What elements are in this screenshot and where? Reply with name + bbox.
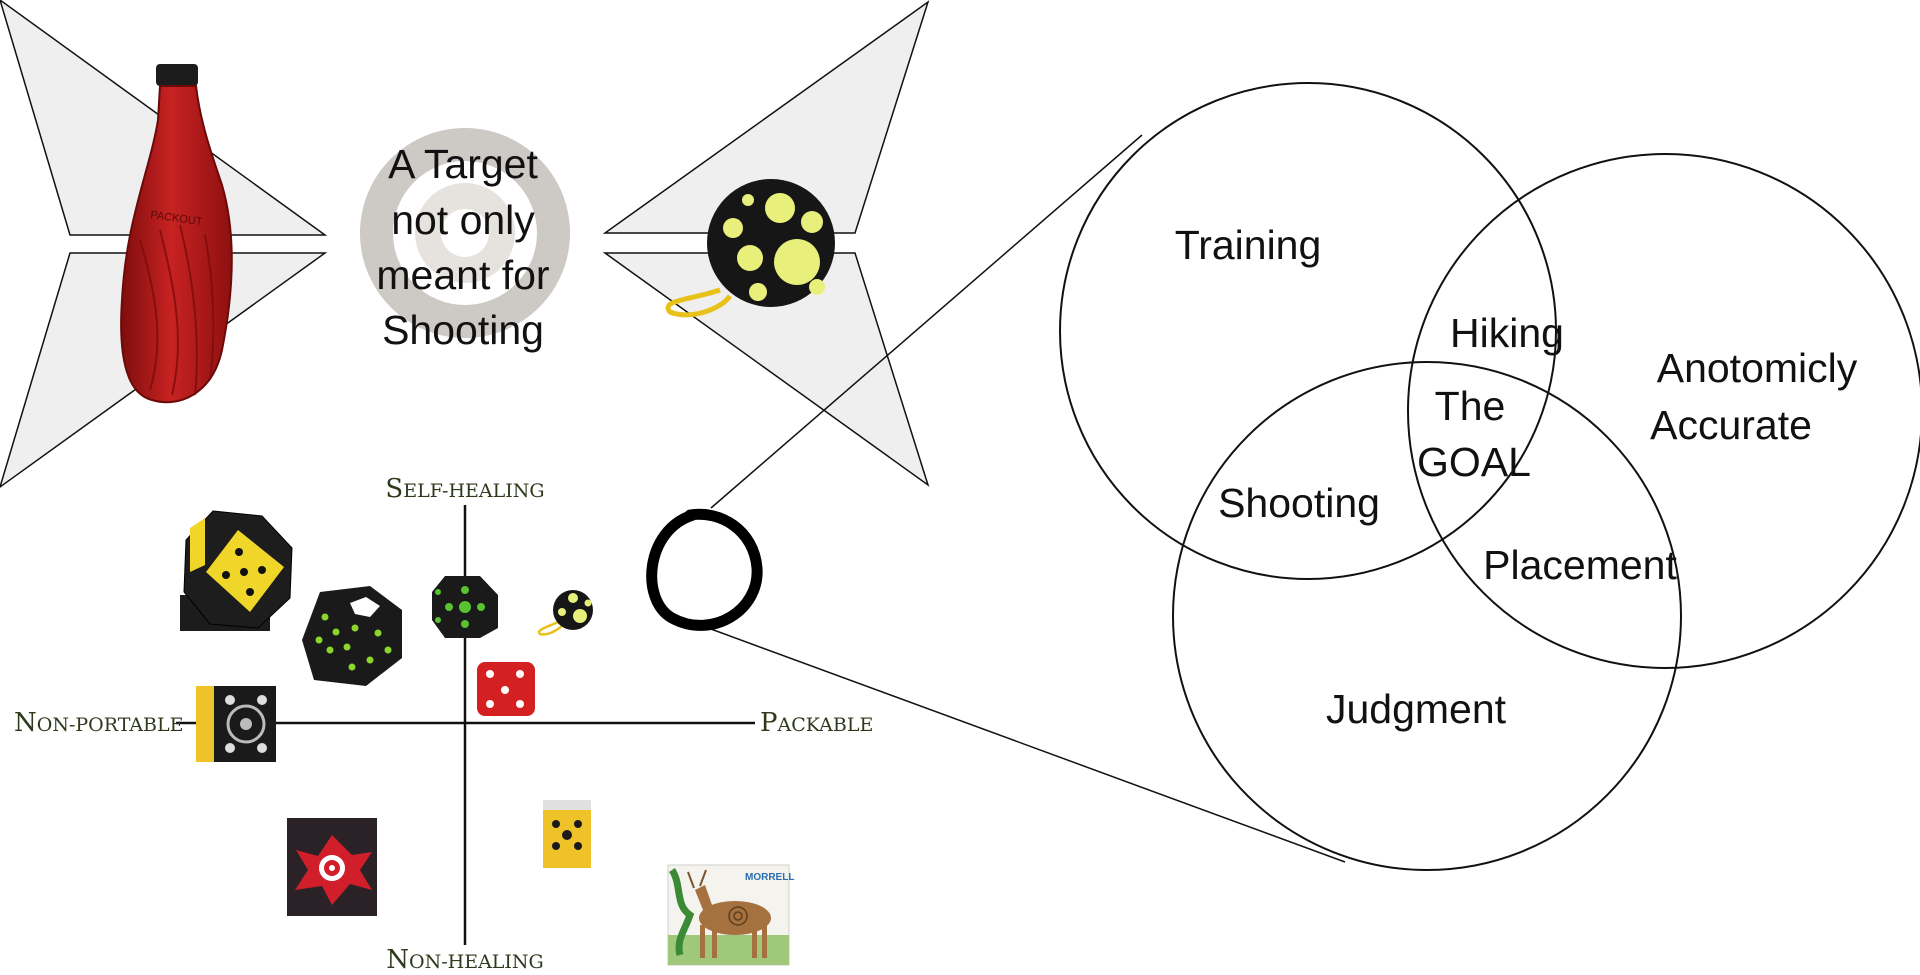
deer-target-brand-text: MORRELL	[745, 872, 794, 883]
target-text-line3: meant for	[376, 252, 549, 298]
axis-label-non-healing: NON-HEALING	[386, 945, 543, 975]
zoom-lines	[699, 134, 1346, 863]
enso-circle	[646, 508, 763, 631]
axis-label-packable: PACKABLE	[760, 708, 873, 738]
target-ring: A Target not only meant for Shooting	[360, 128, 570, 353]
venn-label-goal-2: GOAL	[1417, 439, 1531, 485]
venn-circle-judgment	[1172, 361, 1682, 871]
venn-label-shooting: Shooting	[1218, 480, 1380, 526]
venn-label-placement: Placement	[1483, 542, 1677, 588]
black-dodeca-target-photo	[302, 586, 402, 686]
axis-label-non-portable: NON-PORTABLE	[14, 708, 184, 738]
target-text-line4: Shooting	[382, 307, 544, 353]
venn-circle-training	[1059, 82, 1557, 580]
ball-target-photo	[665, 179, 835, 318]
red-bottle-photo: PACKOUT	[120, 64, 233, 404]
target-text-line2: not only	[391, 197, 535, 243]
venn-label-anatomic-1: Anotomicly	[1657, 345, 1858, 391]
venn-label-goal-1: The	[1435, 383, 1506, 429]
venn-label-judgment: Judgment	[1326, 686, 1507, 732]
yellow-box-target-photo	[196, 686, 276, 762]
venn-label-anatomic-2: Accurate	[1650, 402, 1812, 448]
small-ball-target-photo	[537, 590, 593, 636]
venn-circle-anatomic	[1407, 153, 1920, 669]
red-dice-photo	[477, 662, 535, 716]
yellow-block-target-photo	[180, 510, 293, 631]
venn-label-hiking: Hiking	[1450, 310, 1564, 356]
venn-diagram: Training Anotomicly Accurate Judgment Hi…	[1059, 82, 1920, 871]
venn-label-training: Training	[1175, 222, 1322, 268]
axis-label-self-healing: SELF-HEALING	[385, 474, 544, 504]
red-bag-target-photo	[287, 818, 377, 916]
target-text-line1: A Target	[388, 141, 538, 187]
yellow-bag-target-photo	[543, 800, 591, 868]
green-cross-cube-photo	[432, 576, 498, 638]
deer-paper-target-photo: MORRELL	[667, 864, 794, 966]
